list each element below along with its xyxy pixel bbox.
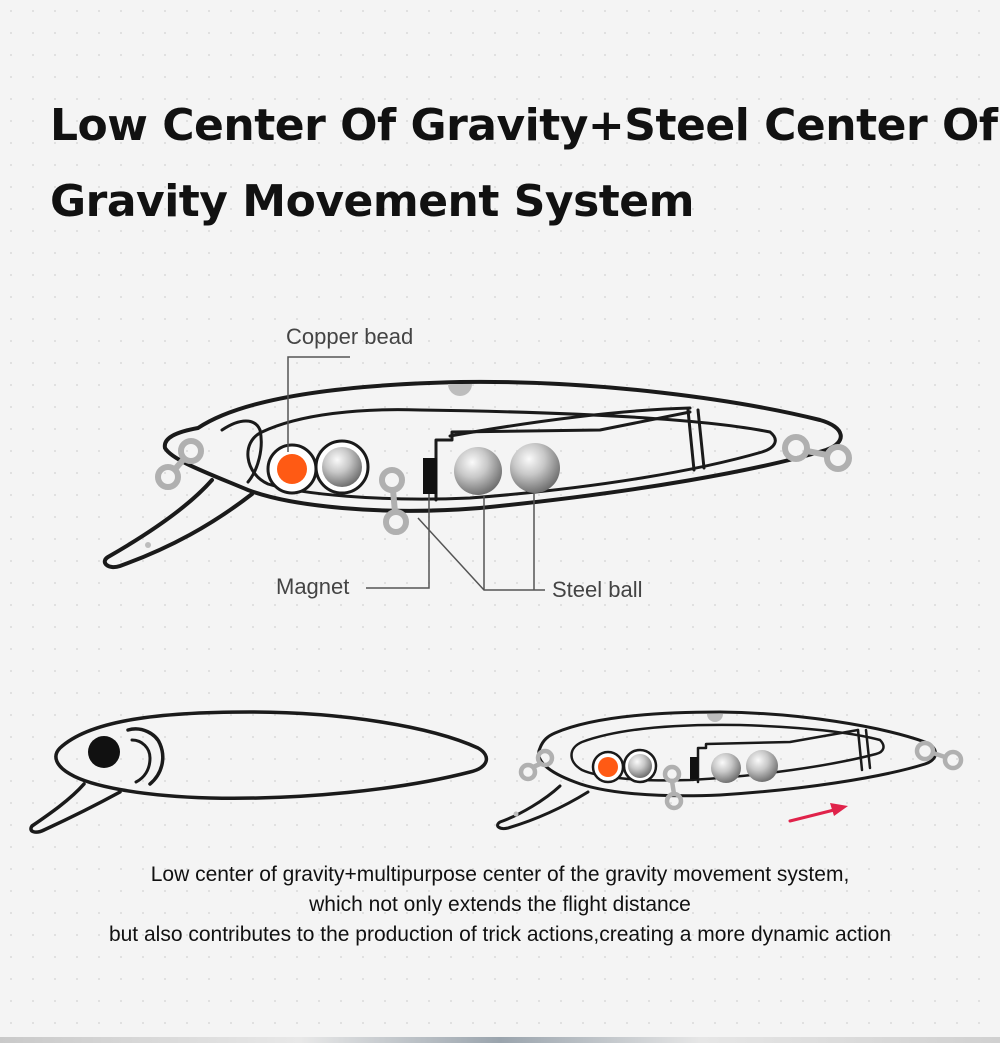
exterior-lure-lip [29,782,122,834]
small-top-weight-bump [707,714,723,722]
leader-lines [287,356,545,591]
magnet-leader [366,494,430,589]
description: Low center of gravity+multipurpose cente… [0,860,1000,950]
diving-lip [102,478,254,569]
exterior-lure-eye [88,736,120,768]
title-line-2: Gravity Movement System [50,176,695,227]
description-line-1: Low center of gravity+multipurpose cente… [150,863,850,886]
bottom-strip [0,1037,1000,1043]
small-lure-cutaway [496,710,937,830]
arrow-icon [788,803,848,823]
steel-ball-icon [711,753,741,783]
copper-bead-icon [591,750,625,784]
exterior-lure-body [54,710,489,800]
top-weight-bump [448,384,472,396]
steel-ball-leader [417,494,545,591]
description-line-2: which not only extends the flight distan… [309,893,691,916]
title-line-1: Low Center Of Gravity+Steel Center Of [50,100,998,151]
lure-body-outline [162,379,843,513]
copper-bead-icon [266,443,318,495]
page-title: Low Center Of Gravity+Steel Center Of Gr… [50,88,998,240]
steel-ball-label: Steel ball [552,577,643,602]
split-ring-icon [379,467,409,535]
description-line-3: but also contributes to the production o… [108,923,892,946]
steel-ball-icon [746,750,778,782]
exterior-lure-gill [126,727,165,786]
exterior-lure [29,710,489,834]
magnet-icon [423,458,437,494]
steel-ball-icon [454,447,502,495]
small-lure-body [537,710,937,798]
small-lure-lip [496,784,590,830]
split-ring-icon [914,740,964,771]
steel-ball-icon [314,439,370,495]
lip-dot [145,542,151,548]
copper-bead-label: Copper bead [286,324,414,349]
split-ring-icon [782,434,852,472]
steel-ball-icon [622,748,658,784]
split-ring-icon [662,764,684,811]
split-ring-icon [518,748,555,782]
steel-ball-icon [510,443,560,493]
copper-bead-leader [287,356,350,452]
split-ring-icon [155,438,204,490]
small-lip-dot [513,811,519,817]
magnet-label: Magnet [276,574,350,599]
magnet-icon [690,757,698,779]
